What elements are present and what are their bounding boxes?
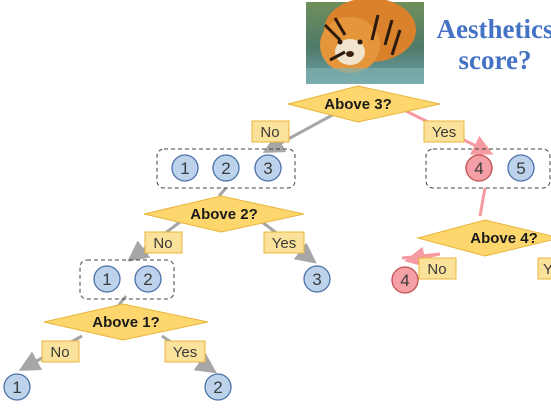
edge-label-q3-no: No: [251, 120, 290, 143]
question-text: Above 3?: [324, 96, 392, 113]
edge-label-q1-yes: Yes: [164, 340, 206, 363]
question-above-1: Above 1?: [43, 303, 209, 341]
diagram-title: Aesthetics score?: [436, 14, 551, 75]
svg-text:1: 1: [12, 378, 21, 397]
question-above-4: Above 4?: [416, 219, 551, 257]
question-text: Above 4?: [470, 230, 538, 247]
svg-text:4: 4: [400, 271, 409, 290]
score-group-4-5: 4 5: [425, 148, 551, 189]
score-group-1-2-3: 1 2 3: [156, 148, 296, 189]
edge-label-q2-no: No: [144, 231, 183, 254]
edge-g123-q2: [217, 187, 228, 197]
question-above-2: Above 2?: [143, 195, 305, 233]
svg-text:No: No: [427, 261, 446, 278]
question-text: Above 2?: [190, 206, 258, 223]
edge-g45-q4: [478, 187, 487, 217]
svg-text:Y: Y: [543, 261, 551, 278]
svg-text:No: No: [50, 344, 69, 361]
svg-text:No: No: [260, 124, 279, 141]
tiger-photo: [306, 0, 424, 84]
score-circle-text: 4: [474, 159, 483, 178]
svg-text:3: 3: [312, 270, 321, 289]
score-circle-text: 1: [180, 159, 189, 178]
leaf-score-2: 2: [204, 373, 232, 401]
question-text: Above 1?: [92, 314, 160, 331]
edge-label-q4-yes: Y: [537, 257, 551, 280]
score-circle-text: 3: [263, 159, 272, 178]
leaf-score-1: 1: [3, 373, 31, 401]
svg-text:Yes: Yes: [432, 124, 456, 141]
svg-text:No: No: [153, 235, 172, 252]
edge-label-q1-no: No: [41, 340, 80, 363]
score-group-1-2: 1 2: [79, 259, 175, 300]
edge-q4-no-branch: [404, 246, 441, 268]
score-circle-text: 1: [102, 270, 111, 289]
score-circle-text: 5: [516, 159, 525, 178]
leaf-score-3: 3: [303, 265, 331, 293]
edge-label-q4-no: No: [418, 257, 457, 280]
edge-label-q3-yes: Yes: [423, 120, 465, 143]
svg-text:2: 2: [213, 378, 222, 397]
score-circle-text: 2: [143, 270, 152, 289]
svg-text:Yes: Yes: [272, 235, 296, 252]
score-circle-text: 2: [221, 159, 230, 178]
edge-label-q2-yes: Yes: [263, 231, 305, 254]
leaf-score-4: 4: [391, 266, 419, 294]
svg-text:Yes: Yes: [173, 344, 197, 361]
question-above-3: Above 3?: [287, 85, 441, 123]
